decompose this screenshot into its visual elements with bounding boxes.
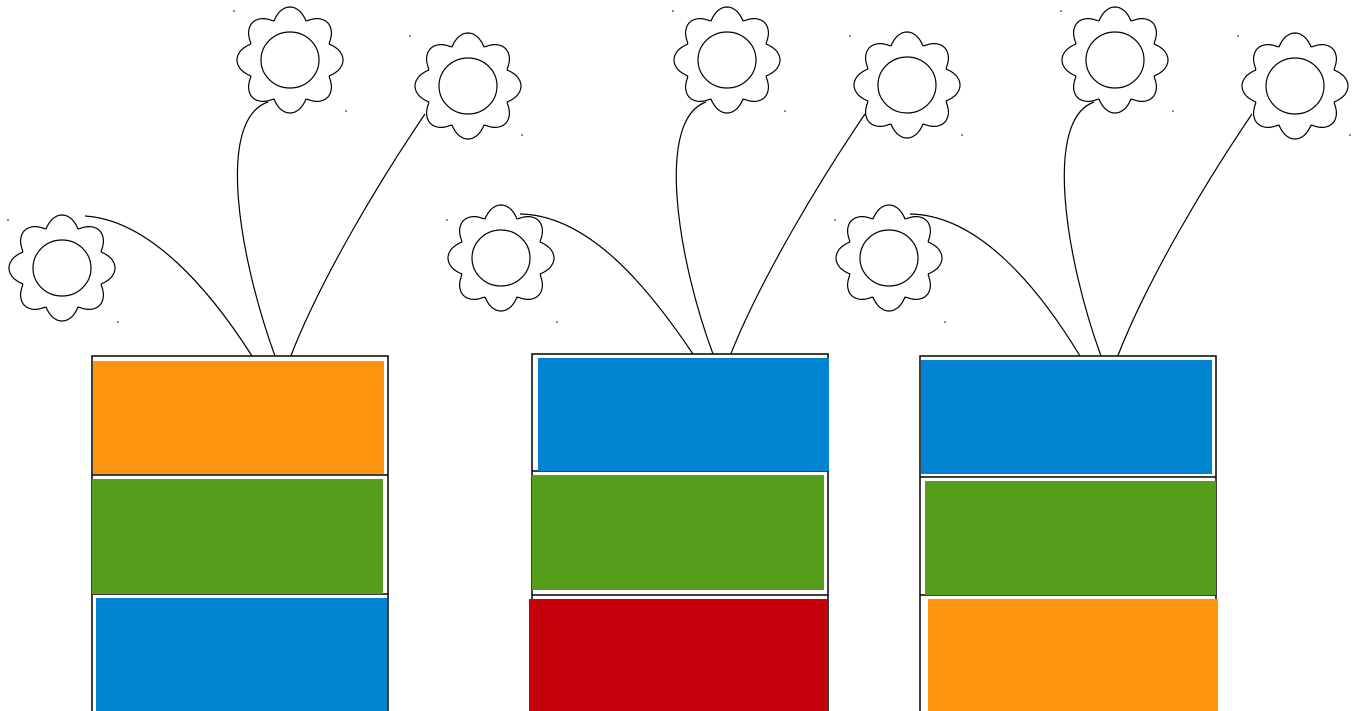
speck-2 <box>556 321 558 323</box>
flower-center <box>859 229 919 287</box>
speck-2 <box>944 321 946 323</box>
flower-center <box>877 56 937 114</box>
flower-3 <box>853 31 961 139</box>
speck-1 <box>834 219 836 221</box>
flower-3 <box>1241 32 1349 140</box>
vase-3 <box>834 6 1351 711</box>
flower-1 <box>835 204 943 312</box>
stripe-orange <box>93 361 384 474</box>
flower-center <box>697 31 757 89</box>
vase-2 <box>446 6 963 711</box>
flower-2 <box>673 6 781 114</box>
flower-center <box>438 57 498 115</box>
stem-1 <box>519 213 694 355</box>
stripe-green <box>925 481 1216 595</box>
flower-2 <box>236 6 344 114</box>
speck-4 <box>345 110 347 112</box>
flower-center <box>260 31 320 89</box>
flower-center <box>1265 57 1325 115</box>
speck-5 <box>1237 35 1239 37</box>
speck-6 <box>961 134 963 136</box>
stem-2 <box>236 101 276 357</box>
flower-center <box>471 229 531 287</box>
stripe-red <box>529 599 828 711</box>
stripe-orange <box>928 599 1218 711</box>
stripe-green <box>92 479 383 594</box>
stripe-blue <box>921 360 1212 474</box>
speck-5 <box>409 35 411 37</box>
stem-3 <box>1116 113 1253 359</box>
flower-center <box>32 239 92 297</box>
speck-3 <box>1060 10 1062 12</box>
stripe-green <box>532 475 824 590</box>
stem-2 <box>1063 101 1102 357</box>
flower-1 <box>8 214 116 322</box>
speck-6 <box>521 134 523 136</box>
speck-1 <box>7 219 9 221</box>
stem-3 <box>289 113 426 359</box>
flower-3 <box>414 32 522 140</box>
speck-2 <box>117 321 119 323</box>
speck-3 <box>233 10 235 12</box>
stem-2 <box>675 101 714 355</box>
speck-4 <box>1172 110 1174 112</box>
stripe-blue <box>538 358 829 471</box>
flower-1 <box>447 204 555 312</box>
speck-5 <box>849 35 851 37</box>
speck-1 <box>446 219 448 221</box>
stem-3 <box>729 113 866 357</box>
speck-3 <box>672 10 674 12</box>
speck-6 <box>1349 134 1351 136</box>
stem-1 <box>909 213 1081 357</box>
speck-4 <box>784 110 786 112</box>
flower-center <box>1085 31 1145 89</box>
stripe-blue <box>96 598 387 711</box>
vase-1 <box>7 6 523 711</box>
stem-1 <box>84 215 253 357</box>
flower-2 <box>1061 6 1169 114</box>
